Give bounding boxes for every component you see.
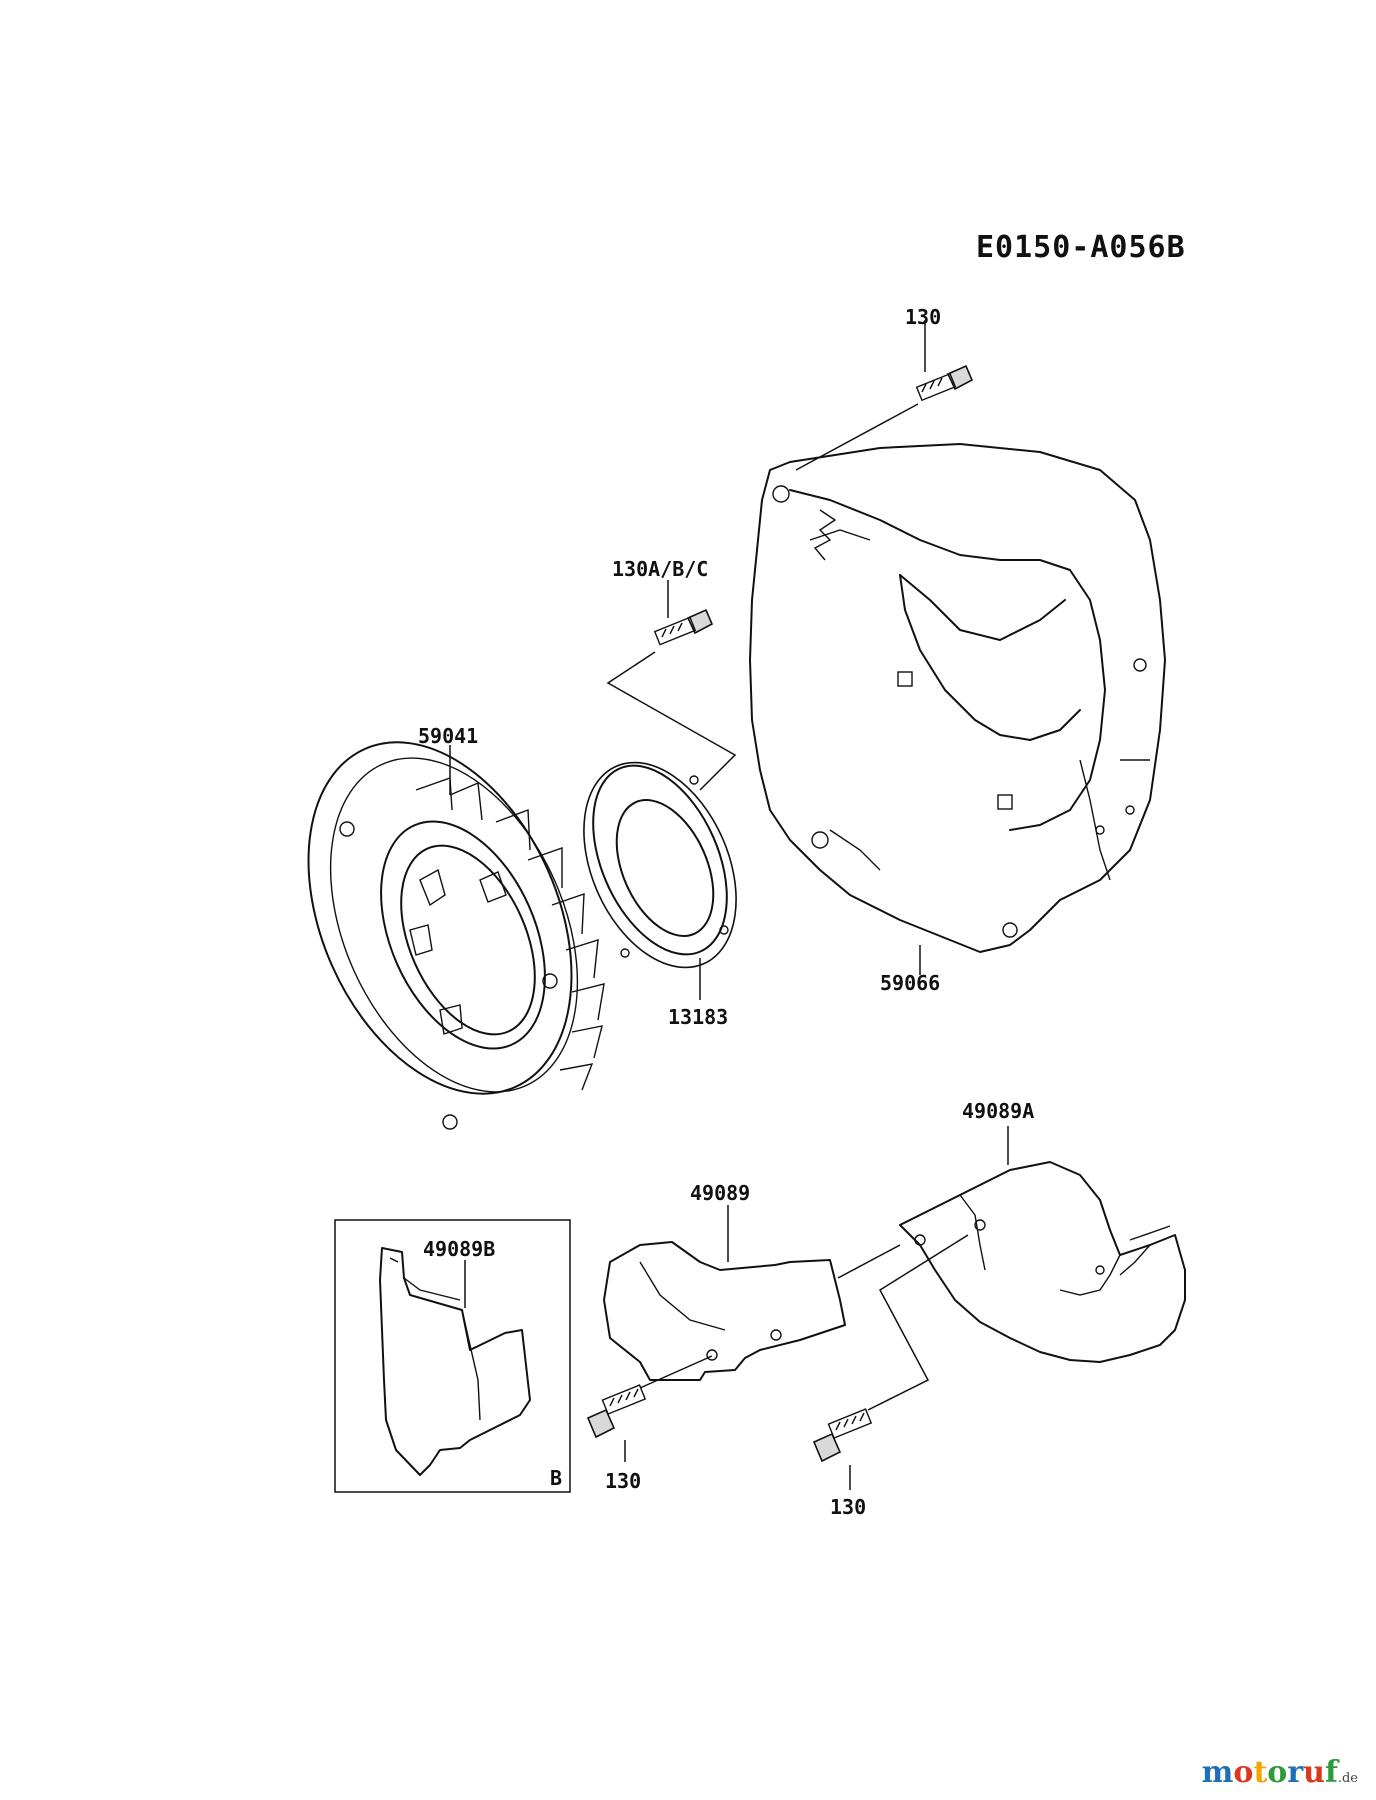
blower-housing-59066 bbox=[749, 443, 1166, 953]
logo-letter: f bbox=[1324, 1755, 1338, 1790]
logo-letter: r bbox=[1287, 1755, 1304, 1790]
variant-b-letter: B bbox=[550, 1466, 562, 1490]
label-130abc: 130A/B/C bbox=[612, 557, 708, 581]
diagram-code: E0150-A056B bbox=[976, 230, 1186, 265]
label-49089a: 49089A bbox=[962, 1099, 1034, 1123]
label-13183: 13183 bbox=[668, 1005, 728, 1029]
logo-letter: u bbox=[1303, 1755, 1325, 1790]
bolt-130abc bbox=[653, 608, 714, 646]
plate-13183 bbox=[583, 761, 737, 969]
leader-49089-to-49089a bbox=[837, 1244, 901, 1279]
label-130-top: 130 bbox=[905, 305, 941, 329]
leader-130-right-to-cover bbox=[867, 1234, 969, 1411]
cover-49089 bbox=[603, 1241, 846, 1381]
label-59066: 59066 bbox=[880, 971, 940, 995]
motoruf-logo: motoruf.de bbox=[1202, 1755, 1358, 1790]
cover-49089b bbox=[379, 1247, 531, 1476]
logo-letter: m bbox=[1201, 1755, 1234, 1790]
label-49089: 49089 bbox=[690, 1181, 750, 1205]
label-130-right: 130 bbox=[830, 1495, 866, 1519]
leader-130-left-to-cover bbox=[639, 1355, 713, 1389]
bolt-130-top bbox=[915, 364, 974, 402]
logo-letter: o bbox=[1267, 1755, 1288, 1790]
label-130-left: 130 bbox=[605, 1469, 641, 1493]
logo-suffix: .de bbox=[1337, 1771, 1358, 1786]
bolt-130-left bbox=[586, 1384, 647, 1439]
cover-49089a bbox=[899, 1161, 1186, 1363]
leader-130abc-to-plate bbox=[606, 651, 737, 791]
variant-b-box bbox=[334, 1219, 571, 1493]
flywheel-fan-59041 bbox=[307, 741, 605, 1130]
leader-130-top-to-housing bbox=[795, 403, 919, 471]
label-59041: 59041 bbox=[418, 724, 478, 748]
bolt-130-right bbox=[812, 1408, 873, 1463]
label-49089b: 49089B bbox=[423, 1237, 495, 1261]
logo-letter: o bbox=[1233, 1755, 1254, 1790]
logo-letter: t bbox=[1253, 1755, 1268, 1790]
